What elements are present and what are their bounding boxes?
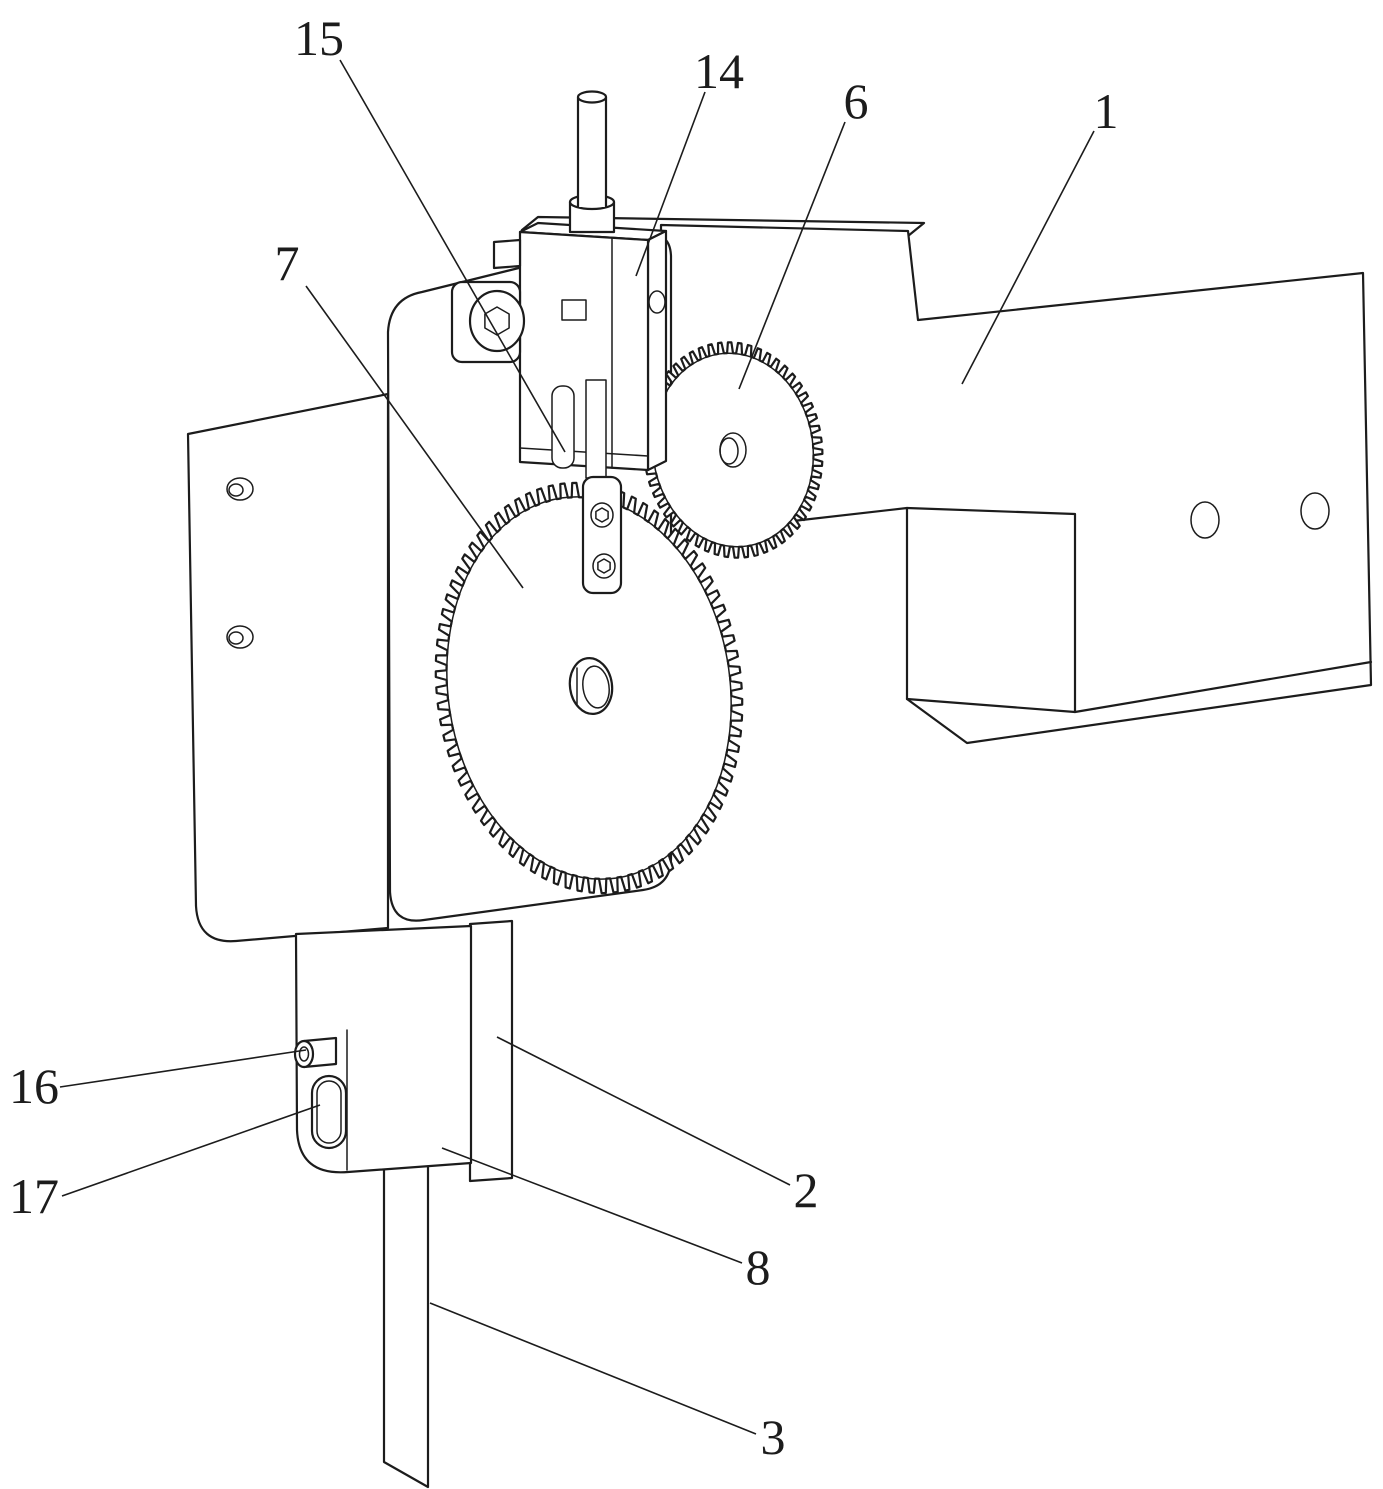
- shaft-body-fill: [578, 97, 606, 207]
- back-plate-face: [186, 392, 390, 943]
- bracket-channel-recess: [905, 506, 1077, 714]
- back-plate-bolt-bottom-inner: [228, 631, 244, 645]
- slide-block-left-tab: [492, 238, 522, 270]
- leader-line-2: [496, 1036, 791, 1186]
- large-gear-hub-hole-inner: [582, 665, 610, 709]
- large-gear: [434, 481, 744, 895]
- callout-label-15: 15: [294, 10, 344, 66]
- bracket-hole-left: [1190, 501, 1220, 539]
- back-plate-bolt-top-inner: [228, 483, 244, 497]
- back-plate: [186, 392, 390, 943]
- bracket-hole-right: [1300, 492, 1330, 530]
- callout-label-14: 14: [694, 43, 744, 99]
- leader-lines: [59, 59, 1095, 1435]
- large-gear-hub-hole: [568, 657, 614, 715]
- slide-block-ledge-line: [519, 447, 649, 457]
- leader-line-17: [61, 1104, 321, 1197]
- leader-line-16: [59, 1049, 307, 1088]
- bolt-head: [468, 289, 526, 353]
- callout-label-17: 17: [9, 1168, 59, 1224]
- clamp-screw-top: [590, 502, 614, 528]
- callout-labels: 15 14 6 1 7 16 17 2 8 3: [9, 10, 1119, 1465]
- slot-outer: [310, 1074, 348, 1150]
- leader-line-6: [738, 121, 846, 390]
- rack-rod: [382, 1146, 430, 1489]
- callout-label-8: 8: [746, 1239, 771, 1295]
- shaft-side-lines: [576, 95, 608, 209]
- slide-block-guide-bar: [585, 379, 607, 479]
- callout-label-6: 6: [844, 73, 869, 129]
- callout-label-7: 7: [275, 235, 300, 291]
- slide-block-square-hole: [561, 299, 587, 321]
- callout-label-3: 3: [761, 1409, 786, 1465]
- bolt-hex-socket: [484, 306, 510, 336]
- slide-block: [450, 90, 668, 479]
- clamp-screw-bottom: [592, 553, 616, 579]
- leader-line-15: [339, 59, 566, 453]
- callout-label-1: 1: [1094, 83, 1119, 139]
- lower-assembly: [293, 919, 514, 1489]
- support-bracket: [520, 215, 1373, 745]
- shaft-top-cap: [576, 90, 608, 104]
- large-gear-root-circle: [446, 496, 732, 880]
- slide-block-front-face: [518, 230, 650, 472]
- callout-label-16: 16: [9, 1058, 59, 1114]
- slide-block-slot: [551, 385, 575, 469]
- clamp-screw-top-hex: [595, 507, 609, 523]
- leader-line-8: [441, 1147, 743, 1264]
- leader-line-7: [305, 285, 524, 589]
- clamp-bar: [581, 475, 623, 595]
- pin-cap: [293, 1039, 315, 1069]
- leader-line-3: [429, 1302, 757, 1435]
- leader-line-14: [635, 91, 706, 277]
- pin-cap-inner: [298, 1046, 310, 1062]
- slide-bar: [468, 919, 514, 1183]
- small-gear-hub-hole-inner: [719, 437, 739, 465]
- leader-line-1: [961, 130, 1095, 385]
- slide-block-side-face: [646, 229, 668, 472]
- clamp-screw-bottom-hex: [597, 558, 611, 574]
- bracket-lip-top-edge: [1073, 660, 1373, 714]
- callout-label-2: 2: [794, 1162, 819, 1218]
- slot-inner: [316, 1080, 342, 1144]
